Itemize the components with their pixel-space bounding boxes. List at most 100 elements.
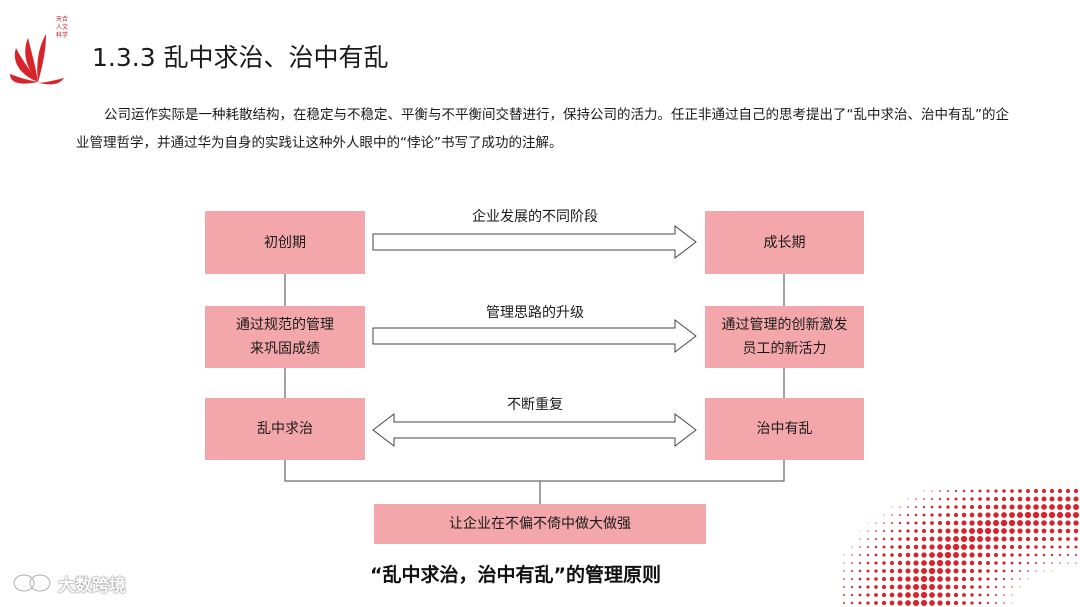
decorative-dot <box>897 584 903 590</box>
decorative-dot <box>993 496 999 502</box>
decorative-dot <box>890 561 894 565</box>
decorative-dot <box>1048 511 1056 519</box>
decorative-dot <box>985 544 991 550</box>
page-title: 1.3.3 乱中求治、治中有乱 <box>92 43 389 72</box>
decorative-dot <box>1009 544 1015 550</box>
decorative-dot <box>899 506 901 508</box>
decorative-dot <box>874 561 878 565</box>
decorative-dot <box>992 519 1000 527</box>
decorative-dot <box>1057 520 1063 526</box>
decorative-dot <box>953 512 959 518</box>
decorative-dot <box>977 552 983 558</box>
decorative-dots-icon <box>843 488 1080 607</box>
decorative-dot <box>874 577 878 581</box>
decorative-dot <box>953 584 959 590</box>
decorative-dot <box>945 600 951 606</box>
decorative-dot <box>1002 577 1006 581</box>
decorative-dot <box>945 576 951 582</box>
decorative-dot <box>912 591 920 599</box>
decorative-dot <box>986 489 990 493</box>
decorative-dot <box>1033 504 1039 510</box>
decorative-dot <box>866 601 870 605</box>
decorative-dot <box>953 568 959 574</box>
decorative-dot <box>905 544 911 550</box>
double-arrow-repeat <box>372 412 697 448</box>
decorative-dot <box>929 600 935 606</box>
decorative-dot <box>938 497 942 501</box>
decorative-dot <box>1066 537 1070 541</box>
decorative-dot <box>937 600 943 606</box>
decorative-dot <box>978 601 982 605</box>
box-innovative-management: 通过管理的创新激发 员工的新活力 <box>705 306 864 368</box>
box-growth-stage: 成长期 <box>705 211 864 274</box>
decorative-dot <box>954 489 958 493</box>
decorative-dot <box>953 536 959 542</box>
decorative-dot <box>1051 570 1053 572</box>
decorative-dot <box>1018 489 1022 493</box>
decorative-dot <box>890 537 894 541</box>
decorative-dot <box>859 530 861 532</box>
decorative-dot <box>1018 561 1022 565</box>
decorative-dot <box>929 552 935 558</box>
decorative-dot <box>1035 570 1037 572</box>
decorative-dot <box>874 569 878 573</box>
arrow-stage <box>372 224 697 260</box>
decorative-dot <box>1009 512 1015 518</box>
decorative-dot <box>906 529 910 533</box>
decorative-dot <box>866 553 870 557</box>
decorative-dot <box>970 585 974 589</box>
decorative-dot <box>867 530 869 532</box>
decorative-dot <box>993 504 999 510</box>
decorative-dot <box>961 584 967 590</box>
decorative-dot <box>858 569 862 573</box>
decorative-dot <box>913 536 919 542</box>
decorative-dot <box>922 521 926 525</box>
decorative-dot <box>945 560 951 566</box>
decorative-dot <box>1049 504 1055 510</box>
decorative-dot <box>1041 520 1047 526</box>
decorative-dot <box>961 560 967 566</box>
decorative-dot <box>866 585 870 589</box>
decorative-dot <box>1065 528 1071 534</box>
decorative-dot <box>850 593 854 597</box>
decorative-dot <box>905 552 911 558</box>
decorative-dot <box>978 577 982 581</box>
decorative-dot <box>920 599 928 607</box>
decorative-dot <box>1033 496 1039 502</box>
decorative-dot <box>1049 528 1055 534</box>
decorative-dot <box>1059 562 1061 564</box>
decorative-dot <box>1001 496 1007 502</box>
decorative-dot <box>962 505 966 509</box>
decorative-dot <box>913 568 919 574</box>
decorative-dot <box>993 544 999 550</box>
decorative-dot <box>977 560 983 566</box>
decorative-dot <box>882 569 886 573</box>
decorative-dot <box>1072 511 1080 519</box>
decorative-dot <box>986 569 990 573</box>
decorative-dot <box>1002 561 1006 565</box>
decorative-dot <box>1017 496 1023 502</box>
decorative-dot <box>937 536 943 542</box>
decorative-dot <box>1025 536 1031 542</box>
decorative-dot <box>890 553 894 557</box>
decorative-dot <box>945 592 951 598</box>
decorative-dot <box>938 513 942 517</box>
decorative-dot <box>1003 594 1005 596</box>
decorative-dot <box>914 529 918 533</box>
decorative-dot <box>874 537 878 541</box>
decorative-dot <box>931 498 933 500</box>
box-order-from-chaos: 乱中求治 <box>205 398 365 460</box>
decorative-dot <box>993 512 999 518</box>
decorative-dot <box>889 592 895 598</box>
decorative-dot <box>874 545 878 549</box>
decorative-dot <box>969 512 975 518</box>
decorative-dot <box>1033 536 1039 542</box>
decorative-dot <box>905 592 911 598</box>
decorative-dot <box>874 585 878 589</box>
decorative-dot <box>889 576 895 582</box>
decorative-dot <box>938 505 942 509</box>
decorative-dot <box>1058 545 1062 549</box>
decorative-dot <box>953 560 959 566</box>
decorative-dot <box>1033 488 1039 494</box>
decorative-dot <box>1019 586 1021 588</box>
